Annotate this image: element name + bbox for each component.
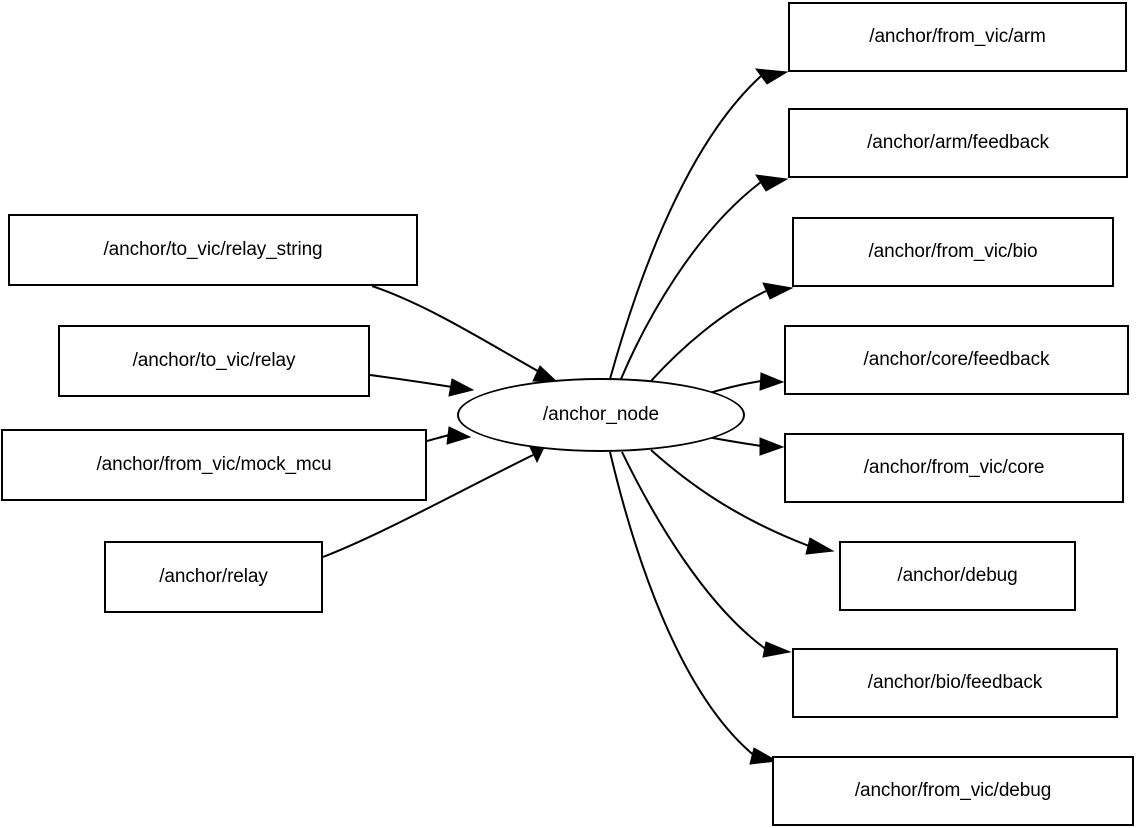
- topic-box-anchor-relay[interactable]: /anchor/relay: [104, 541, 323, 613]
- topic-box-from-vic-bio[interactable]: /anchor/from_vic/bio: [792, 217, 1114, 287]
- topic-label: /anchor/core/feedback: [863, 349, 1050, 370]
- topic-label: /anchor/bio/feedback: [867, 672, 1043, 693]
- edge-node-to-bio-feedback: [621, 451, 792, 658]
- topic-label: /anchor/from_vic/bio: [868, 241, 1038, 262]
- edge-node-to-from-vic-debug: [609, 451, 779, 765]
- topic-label: /anchor/from_vic/mock_mcu: [96, 454, 332, 475]
- topic-box-from-vic-arm[interactable]: /anchor/from_vic/arm: [788, 2, 1127, 72]
- topic-box-from-vic-mock-mcu[interactable]: /anchor/from_vic/mock_mcu: [1, 429, 427, 501]
- edge-node-to-from-vic-arm: [609, 68, 789, 380]
- topic-box-to-vic-relay-string[interactable]: /anchor/to_vic/relay_string: [8, 214, 418, 286]
- edge-node-to-arm-feedback: [620, 174, 789, 380]
- topic-label: /anchor/relay: [159, 566, 268, 587]
- edge-mock-mcu-to-node: [426, 426, 472, 445]
- edge-to-vic-relay-to-node: [369, 374, 475, 397]
- topic-box-arm-feedback[interactable]: /anchor/arm/feedback: [788, 108, 1128, 178]
- topic-box-core-feedback[interactable]: /anchor/core/feedback: [784, 325, 1129, 395]
- topic-box-bio-feedback[interactable]: /anchor/bio/feedback: [792, 648, 1118, 718]
- topic-box-from-vic-debug[interactable]: /anchor/from_vic/debug: [772, 756, 1134, 826]
- topic-label: /anchor/to_vic/relay: [132, 350, 296, 371]
- edge-node-to-from-vic-bio: [650, 282, 794, 382]
- topic-box-from-vic-core[interactable]: /anchor/from_vic/core: [784, 433, 1124, 503]
- node-anchor-node[interactable]: /anchor_node: [457, 378, 745, 452]
- topic-label: /anchor/from_vic/core: [863, 457, 1045, 478]
- topic-box-debug[interactable]: /anchor/debug: [839, 541, 1076, 611]
- node-label: /anchor_node: [542, 404, 660, 425]
- edge-node-to-from-vic-core: [702, 435, 785, 456]
- topic-label: /anchor/from_vic/arm: [869, 26, 1046, 47]
- topic-label: /anchor/arm/feedback: [867, 132, 1049, 153]
- topic-label: /anchor/to_vic/relay_string: [103, 239, 323, 260]
- topic-box-to-vic-relay[interactable]: /anchor/to_vic/relay: [58, 325, 370, 397]
- topic-label: /anchor/from_vic/debug: [854, 780, 1052, 801]
- edge-relay-string-to-node: [371, 285, 559, 383]
- topic-label: /anchor/debug: [897, 565, 1018, 586]
